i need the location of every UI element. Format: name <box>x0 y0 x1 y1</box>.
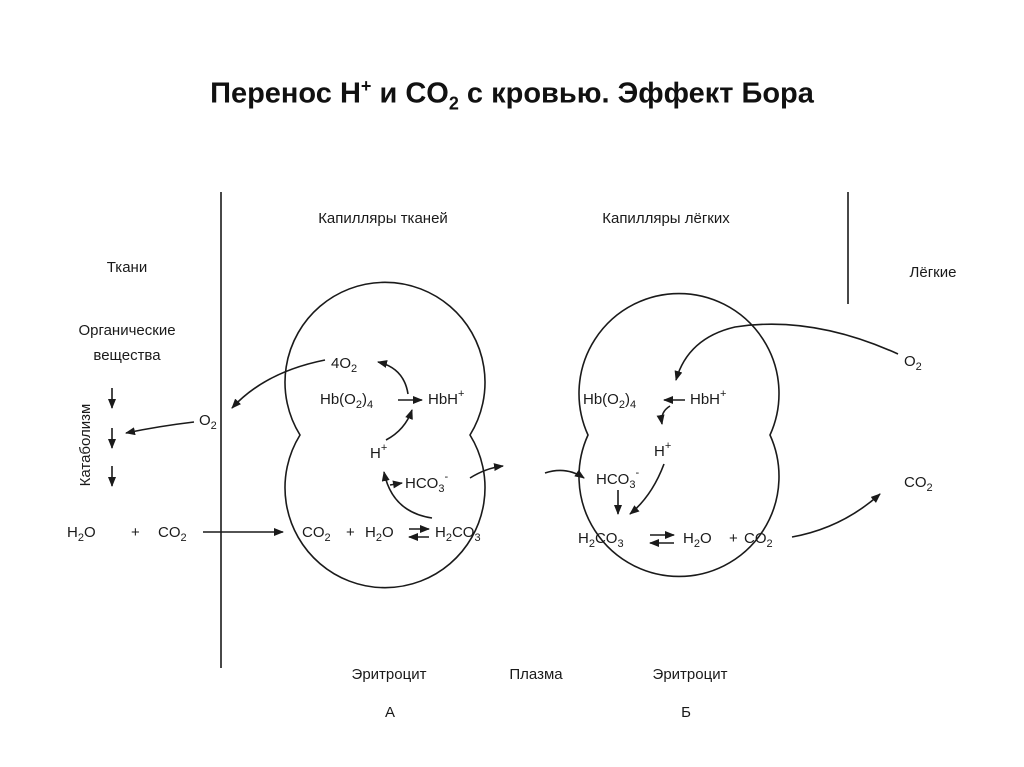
arrow-o2-to-tissue <box>125 421 195 436</box>
arrow-dissociation-to-hco3-a <box>389 480 403 489</box>
arrow-plasma-to-erythrocyte-b <box>544 469 585 479</box>
hbh-a: HbH+ <box>428 388 464 408</box>
co2-b: CO2 <box>744 530 773 550</box>
arrow-hplus-to-h2co3-b <box>629 463 665 515</box>
arrow-h2co3-dissociation-a <box>381 471 433 519</box>
plasma-label: Плазма <box>509 666 563 683</box>
co2-lungs: CO2 <box>904 474 933 494</box>
hb-o2-4-b: Hb(O2)4 <box>583 391 636 411</box>
organic-substances-label-line1: Органические <box>78 322 175 339</box>
o2-tissue: O2 <box>199 412 217 432</box>
tissue-capillaries-label: Капилляры тканей <box>318 210 448 227</box>
h2co3-b: H2CO3 <box>578 530 624 550</box>
hplus-a: H+ <box>370 442 387 462</box>
h2o-tissue: H2O <box>67 524 96 544</box>
hb-o2-4-a: Hb(O2)4 <box>320 391 373 411</box>
co2-a: CO2 <box>302 524 331 544</box>
arrow-4o2-to-o2-tissue <box>231 359 326 409</box>
plus-a: + <box>346 524 355 541</box>
erythrocyte-left-label: Эритроцит <box>352 666 427 683</box>
lung-capillaries-label: Капилляры лёгких <box>602 210 730 227</box>
lungs-label: Лёгкие <box>910 264 957 281</box>
catabolism-label: Катаболизм <box>77 404 94 487</box>
arrow-o2-into-erythrocyte-b <box>674 323 899 381</box>
tissues-label: Ткани <box>107 259 147 276</box>
o2-lungs: O2 <box>904 353 922 373</box>
panel-a-label: А <box>385 704 395 721</box>
hco3-a: HCO3- <box>405 471 448 495</box>
arrow-hco3-to-plasma <box>469 463 504 479</box>
erythrocyte-right-label: Эритроцит <box>653 666 728 683</box>
plus-tissue: + <box>131 524 140 541</box>
diagram-title: Перенос H+ и CO2 с кровью. Эффект Бора <box>210 76 814 114</box>
hco3-b: HCO3- <box>596 467 639 491</box>
panel-b-label: Б <box>681 704 691 721</box>
hplus-b: H+ <box>654 440 671 460</box>
h2co3-a: H2CO3 <box>435 524 481 544</box>
arrow-hplus-to-hbh-a <box>385 409 413 441</box>
arrow-release-hplus-b <box>656 405 671 425</box>
erythrocyte-b-outline <box>578 292 780 578</box>
h2o-a: H2O <box>365 524 394 544</box>
erythrocyte-a-outline <box>284 281 486 589</box>
hbh-b: HbH+ <box>690 388 726 408</box>
plus-b: + <box>729 530 738 547</box>
4o2-a: 4O2 <box>331 355 357 375</box>
h2o-b: H2O <box>683 530 712 550</box>
arrow-release-4o2-a <box>377 360 409 395</box>
organic-substances-label-line2: вещества <box>93 347 161 364</box>
co2-tissue: CO2 <box>158 524 187 544</box>
arrow-co2-to-lungs <box>791 493 881 538</box>
